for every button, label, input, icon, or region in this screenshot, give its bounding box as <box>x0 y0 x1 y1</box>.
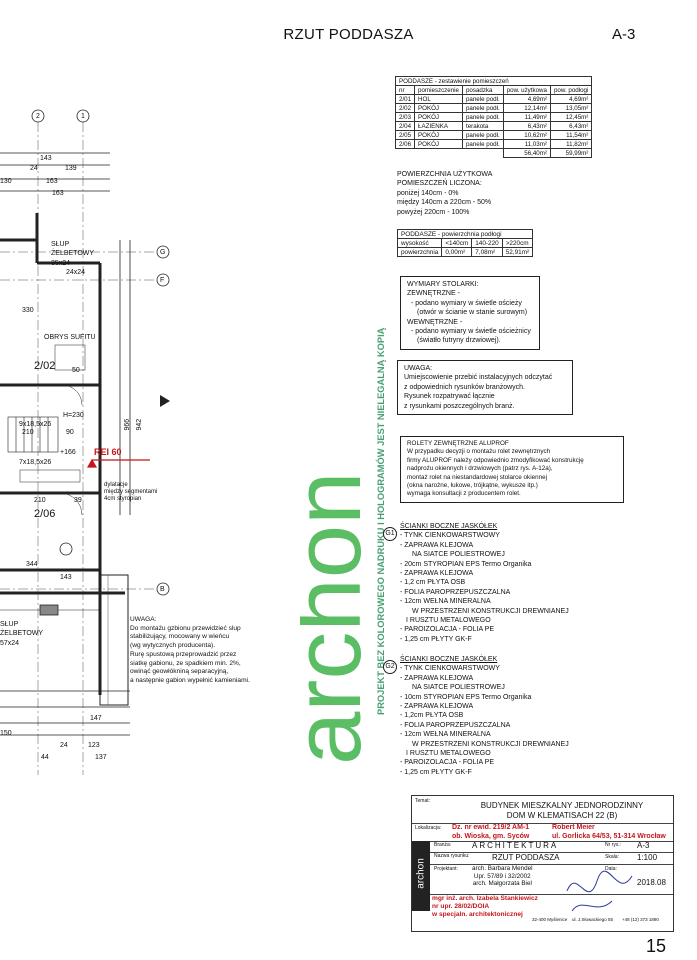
fire-rating-label: REI 60 <box>94 447 122 457</box>
subject-label: Temat: <box>415 798 431 804</box>
dim-210b: 210 <box>34 497 46 504</box>
dim-139: 139 <box>65 165 77 172</box>
g2-marker: G2 <box>383 660 397 674</box>
gabion-note: UWAGA:Do montażu gzbionu przewidzieć slu… <box>130 616 250 684</box>
scale: 1:100 <box>637 853 658 862</box>
dim-123: 123 <box>88 742 100 749</box>
stairs-label-2: 7x18,5x26 <box>19 459 52 466</box>
room-206: 2/06 <box>34 508 56 520</box>
dim-966: 966 <box>124 418 132 431</box>
axis-f: F <box>160 277 165 284</box>
dim-163a: 163 <box>46 178 58 185</box>
axis-b: B <box>160 586 165 593</box>
dim-label: 24x24 <box>66 269 86 276</box>
dim-344: 344 <box>26 561 38 568</box>
floor-area-table: PODDASZE - powierzchnia podłogi wysokość… <box>396 229 534 257</box>
dim-24: 24 <box>30 165 38 172</box>
drawing-name: RZUT PODDASZA <box>492 853 560 862</box>
dim-147: 147 <box>90 715 102 722</box>
dim-143b: 143 <box>60 574 72 581</box>
ceiling-outline-label: OBRYS SUFITU <box>44 334 96 341</box>
joinery-note: WYMIARY STOLARKI:ZEWNĘTRZNE -- podano wy… <box>400 276 540 350</box>
axis-g: G <box>160 249 166 256</box>
dim-210a: 210 <box>22 429 34 436</box>
page-title: RZUT PODDASZA <box>283 26 414 43</box>
stairs-label-1: 9x18,5x26 <box>19 421 52 428</box>
coordination-note: UWAGA:Umiejscowienie przebić instalacyjn… <box>397 360 573 416</box>
dim-130: 130 <box>0 178 12 185</box>
drawing-number: A-3 <box>637 841 650 850</box>
dim-942: 942 <box>136 418 144 431</box>
archon-watermark: archon PROJEKT BEZ KOLOROWEGO NADRUKU I … <box>300 327 386 765</box>
wall-spec-g2: ŚCIANKI BOCZNE JASKÓŁEK- TYNK CIENKOWARS… <box>400 656 569 776</box>
dim-24b: 24 <box>60 742 68 749</box>
g1-marker: G1 <box>383 527 397 541</box>
room-202: 2/02 <box>34 360 56 372</box>
signature <box>566 870 633 912</box>
floor-plan <box>0 109 170 775</box>
dim-150: 150 <box>0 730 12 737</box>
date: 2018.08 <box>637 878 666 887</box>
dim-330: 330 <box>22 307 34 314</box>
axis-2: 2 <box>36 113 40 120</box>
svg-text:PROJEKT BEZ KOLOROWEGO NADRUKU: PROJEKT BEZ KOLOROWEGO NADRUKU I HOLOGRA… <box>375 327 386 715</box>
dim-137: 137 <box>95 754 107 761</box>
svg-text:archon: archon <box>300 471 381 765</box>
level-166: +166 <box>60 449 76 456</box>
axis-1: 1 <box>81 113 85 120</box>
dim-44: 44 <box>41 754 49 761</box>
rooms-title: PODDASZE - zestawienie pomieszczeń <box>394 76 593 86</box>
dim-50: 50 <box>72 367 80 374</box>
dim-90: 90 <box>66 429 74 436</box>
dim-143: 143 <box>40 155 52 162</box>
dim-39: 39 <box>74 497 82 504</box>
sheet-number: A-3 <box>612 26 636 43</box>
height-label: H=230 <box>63 412 84 419</box>
dim-163b: 163 <box>52 190 64 197</box>
discipline: ARCHITEKTURA <box>472 841 559 850</box>
archon-logo: archon <box>412 841 430 911</box>
wall-spec-g1: ŚCIANKI BOCZNE JASKÓŁEK- TYNK CIENKOWARS… <box>400 523 569 643</box>
page-number: 15 <box>646 936 667 956</box>
location-label: Lokalizacja: <box>415 825 442 831</box>
